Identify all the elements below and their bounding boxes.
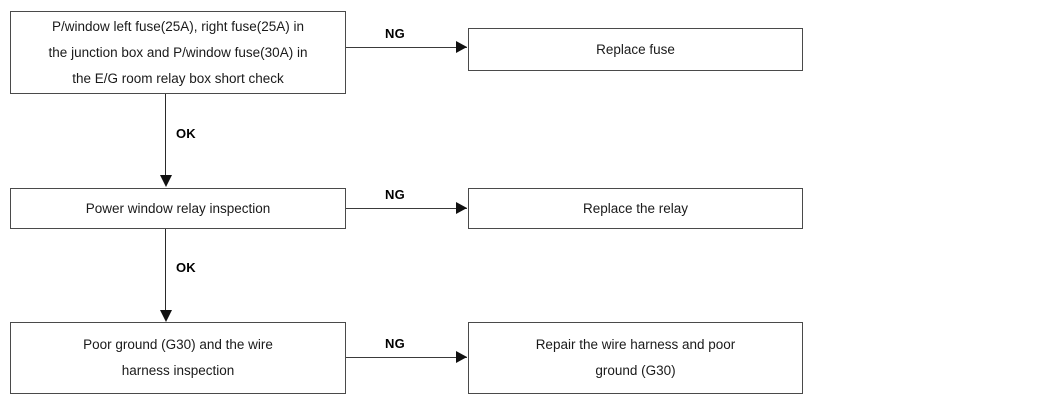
arrowhead-down-icon <box>160 175 172 187</box>
node-poor-ground-wire-harness-inspection-label: Poor ground (G30) and the wire harness i… <box>83 337 273 378</box>
node-replace-relay: Replace the relay <box>468 188 803 229</box>
node-replace-relay-label: Replace the relay <box>582 200 689 216</box>
node-fuse-short-check: P/window left fuse(25A), right fuse(25A)… <box>10 11 346 94</box>
node-power-window-relay-inspection-label: Power window relay inspection <box>85 200 271 216</box>
node-replace-fuse-label: Replace fuse <box>596 41 675 57</box>
connector-ng-2 <box>346 208 467 209</box>
edge-label-ng-3: NG <box>385 336 405 351</box>
node-replace-fuse: Replace fuse <box>468 28 803 71</box>
node-repair-wire-harness-poor-ground-label: Repair the wire harness and poor ground … <box>535 337 736 378</box>
arrowhead-right-icon <box>456 202 467 214</box>
connector-ok-1 <box>165 94 166 176</box>
node-poor-ground-wire-harness-inspection: Poor ground (G30) and the wire harness i… <box>10 322 346 394</box>
node-fuse-short-check-label: P/window left fuse(25A), right fuse(25A)… <box>48 18 308 86</box>
edge-label-ok-1: OK <box>176 126 196 141</box>
node-repair-wire-harness-poor-ground: Repair the wire harness and poor ground … <box>468 322 803 394</box>
connector-ok-2 <box>165 229 166 311</box>
arrowhead-right-icon <box>456 351 467 363</box>
connector-ng-1 <box>346 47 467 48</box>
arrowhead-right-icon <box>456 41 467 53</box>
connector-ng-3 <box>346 357 467 358</box>
edge-label-ng-2: NG <box>385 187 405 202</box>
edge-label-ng-1: NG <box>385 26 405 41</box>
arrowhead-down-icon <box>160 310 172 322</box>
edge-label-ok-2: OK <box>176 260 196 275</box>
node-power-window-relay-inspection: Power window relay inspection <box>10 188 346 229</box>
